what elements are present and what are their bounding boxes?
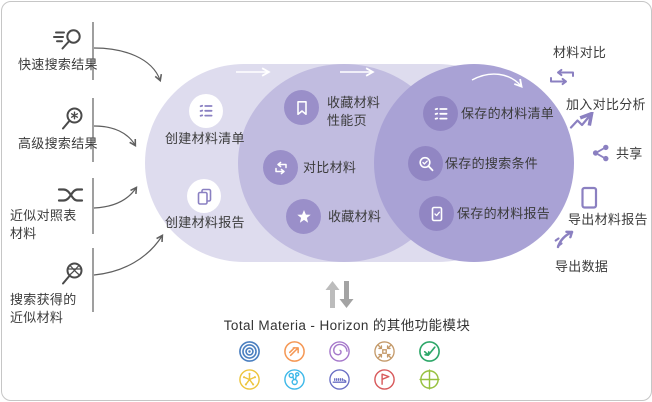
- list-icon: [199, 104, 213, 117]
- molecule-icon: [284, 369, 305, 390]
- check-icon: [419, 341, 440, 362]
- input-label-advanced-search: 高级搜索结果: [18, 136, 98, 151]
- output-label-export-report: 导出材料报告: [568, 212, 648, 227]
- venn-label-saved-list: 保存的材料清单: [461, 106, 555, 121]
- venn-label-bookmark: 收藏材料性能页: [327, 95, 381, 128]
- gauge-icon: [329, 369, 350, 390]
- create-list-badge: [189, 94, 223, 128]
- input-label-crossover: 近似对照表材料: [10, 208, 77, 241]
- saved-list-badge: [423, 96, 458, 131]
- compare-arrows-icon: [550, 68, 574, 86]
- star-badge: [286, 199, 321, 234]
- saved-search-icon: [418, 156, 433, 171]
- similar-search-icon: [62, 262, 83, 285]
- create-report-badge: [187, 179, 221, 213]
- saved-report-badge: [419, 196, 454, 231]
- compress-icon: [374, 341, 395, 362]
- output-label-export-data: 导出数据: [555, 259, 609, 274]
- star-icon: [296, 209, 311, 223]
- trend-line-icon: [569, 112, 594, 129]
- venn-label-compare: 对比材料: [303, 160, 357, 175]
- venn-label-star: 收藏材料: [328, 209, 382, 224]
- flag-icon: [374, 369, 395, 390]
- export-launch-icon: [554, 230, 574, 249]
- output-label-add-to-analysis: 加入对比分析: [566, 97, 646, 112]
- spiral-icon: [329, 341, 350, 362]
- ripple-icon: [239, 341, 260, 362]
- input-label-similar-search: 搜索获得的近似材料: [10, 292, 77, 325]
- document-icon: [581, 186, 598, 209]
- output-label-material-compare: 材料对比: [553, 45, 607, 60]
- share-icon: [592, 144, 609, 162]
- footer-caption: Total Materia - Horizon 的其他功能模块: [223, 318, 471, 333]
- saved-list-icon: [434, 107, 447, 120]
- venn-label-create-list: 创建材料清单: [165, 131, 245, 146]
- report-icon: [197, 188, 212, 205]
- quick-search-icon: [53, 29, 81, 50]
- input-label-quick-search: 快速搜索结果: [18, 57, 98, 72]
- compare-badge: [263, 150, 298, 185]
- venn-label-saved-report: 保存的材料报告: [457, 206, 551, 221]
- bookmark-icon: [296, 100, 307, 115]
- crossover-icon: [57, 188, 84, 202]
- advanced-search-icon: [62, 107, 83, 130]
- up-down-arrows-icon: [325, 281, 354, 308]
- bookmark-badge: [284, 90, 319, 125]
- venn-label-saved-search: 保存的搜索条件: [445, 156, 539, 171]
- plus-icon: [419, 369, 440, 390]
- saved-report-icon: [431, 206, 442, 221]
- saved-group-circle: [374, 64, 574, 262]
- compare-icon: [274, 161, 287, 174]
- venn-label-create-report: 创建材料报告: [165, 215, 245, 230]
- saved-search-badge: [408, 146, 443, 181]
- hub-icon: [239, 369, 260, 390]
- arrow-icon: [284, 341, 305, 362]
- output-label-share: 共享: [616, 146, 643, 161]
